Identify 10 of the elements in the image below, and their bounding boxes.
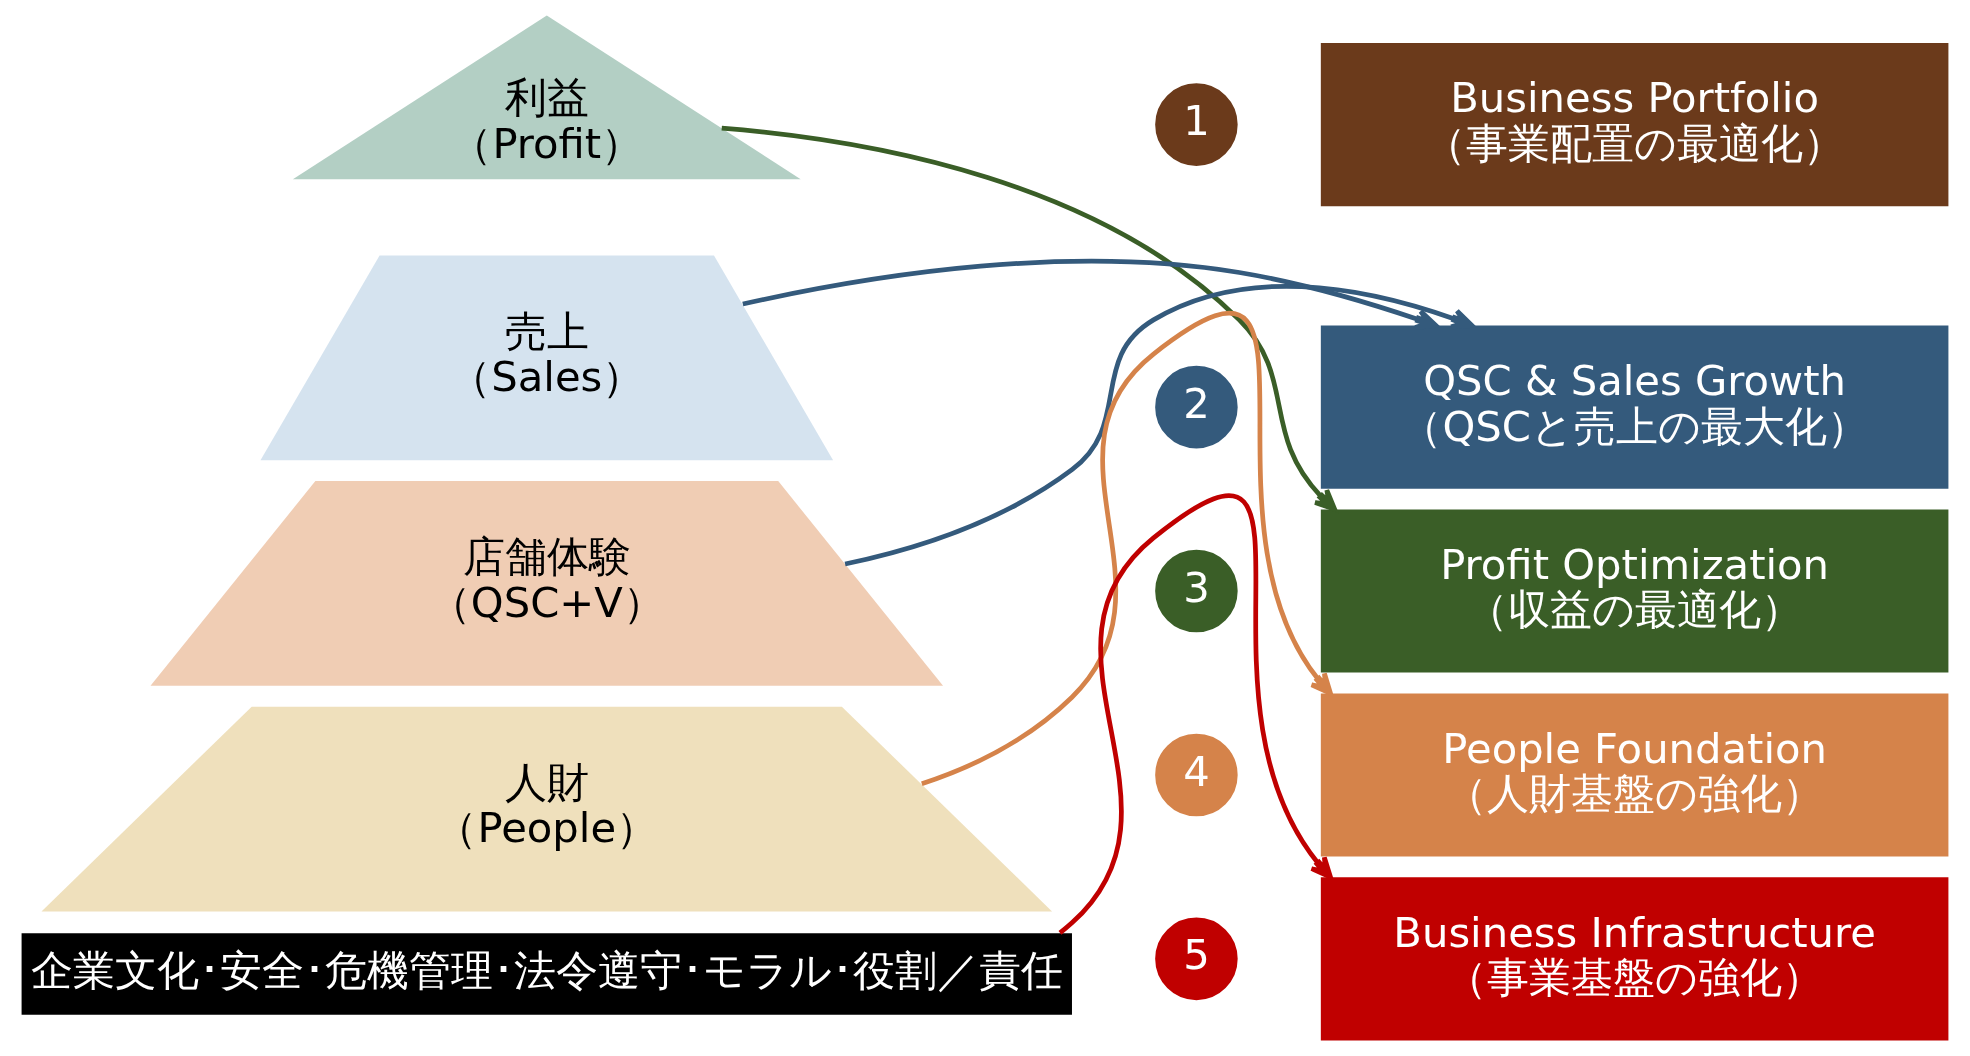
node-box: QSC & Sales Growth （QSCと売上の最大化）	[1320, 325, 1949, 489]
arrow	[844, 284, 1475, 567]
node-box: People Foundation （人財基盤の強化）	[1320, 693, 1949, 857]
node-box: Business Portfolio （事業配置の最適化）	[1320, 43, 1949, 207]
arrow	[721, 125, 1338, 512]
arrow	[921, 312, 1333, 786]
node-box: Profit Optimization （収益の最適化）	[1320, 509, 1949, 673]
arrow	[1058, 494, 1333, 935]
node-box: 企業文化･安全･危機管理･法令遵守･モラル･役割／責任	[21, 933, 1072, 1015]
node-box: Business Infrastructure （事業基盤の強化）	[1320, 877, 1949, 1041]
